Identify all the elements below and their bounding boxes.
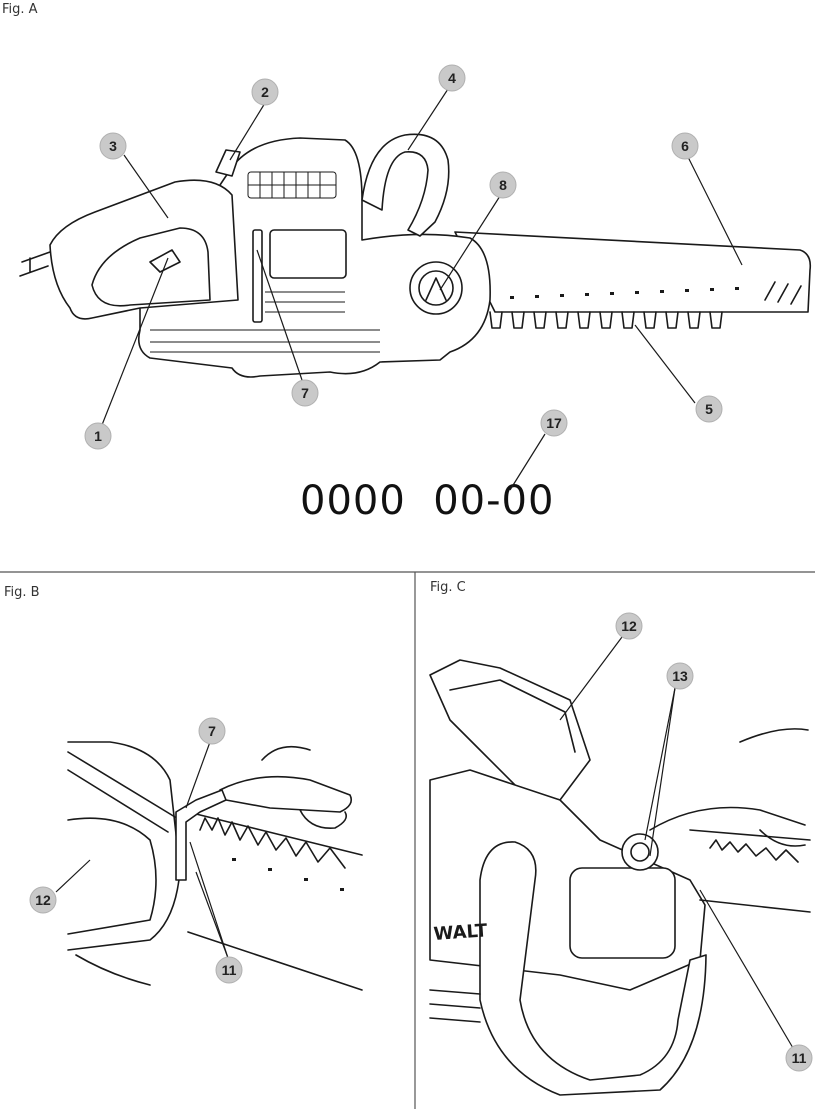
- front-handle: [361, 133, 450, 237]
- svg-text:11: 11: [792, 1050, 807, 1066]
- saw-chain-teeth: [489, 311, 723, 329]
- bar-tip-slots: [764, 281, 802, 305]
- svg-text:7: 7: [208, 723, 216, 739]
- callout-a-7: 7: [291, 379, 319, 407]
- fig-a-label: Fig. A: [2, 2, 38, 17]
- callout-c-12: 12: [615, 612, 643, 640]
- fig-b-bar-holes: [232, 858, 344, 891]
- power-cable: [19, 251, 51, 277]
- fig-a-leaders: [99, 88, 743, 491]
- label-plate: [269, 229, 347, 279]
- guide-bar: [454, 231, 812, 313]
- fig-c-drawing: WALT: [429, 659, 811, 1096]
- lower-ribs: [150, 291, 380, 353]
- fig-c-bar: [689, 829, 811, 913]
- fig-b-hand: [219, 745, 353, 829]
- callout-a-1: 1: [84, 422, 112, 450]
- housing-vents: [247, 171, 337, 199]
- svg-text:12: 12: [621, 618, 637, 634]
- callout-a-4: 4: [438, 64, 466, 92]
- svg-text:13: 13: [672, 668, 688, 684]
- trigger: [149, 249, 181, 273]
- chain-holes: [510, 287, 739, 299]
- svg-text:2: 2: [261, 84, 269, 100]
- callout-c-11: 11: [785, 1044, 813, 1072]
- fig-b-drawing: [67, 741, 363, 991]
- fig-b-hex-key: [175, 789, 227, 881]
- svg-text:3: 3: [109, 138, 117, 154]
- callout-b-12: 12: [29, 886, 57, 914]
- svg-text:7: 7: [301, 385, 309, 401]
- callout-a-6: 6: [671, 132, 699, 160]
- oil-level-window: [252, 229, 263, 323]
- chainsaw-drawing: [19, 133, 812, 378]
- callout-b-7: 7: [198, 717, 226, 745]
- callout-a-2: 2: [251, 78, 279, 106]
- svg-text:6: 6: [681, 138, 689, 154]
- callout-a-8: 8: [489, 171, 517, 199]
- oil-cap: [215, 149, 241, 177]
- fig-c-leaders: [559, 636, 794, 1049]
- svg-text:12: 12: [35, 892, 51, 908]
- svg-text:8: 8: [499, 177, 507, 193]
- svg-text:5: 5: [705, 401, 713, 417]
- fig-b-leaders: [55, 741, 229, 959]
- fig-c-hand: [649, 728, 809, 847]
- callout-c-13: 13: [666, 662, 694, 690]
- svg-text:11: 11: [222, 962, 237, 978]
- fig-b-label: Fig. B: [4, 585, 40, 600]
- fig-b-bar: [187, 811, 363, 991]
- fig-c-label: Fig. C: [430, 580, 466, 595]
- rear-handle-grip-opening: [91, 227, 211, 307]
- svg-text:4: 4: [448, 70, 456, 86]
- callout-a-3: 3: [99, 132, 127, 160]
- serial-code: 0000 00-00: [300, 478, 555, 524]
- callout-a-5: 5: [695, 395, 723, 423]
- callout-b-11: 11: [215, 956, 243, 984]
- fig-c-brand-text: WALT: [433, 920, 489, 945]
- svg-text:1: 1: [94, 428, 102, 444]
- fig-c-front-handle: [479, 841, 707, 1096]
- fig-b-body: [67, 741, 181, 951]
- svg-text:17: 17: [546, 415, 562, 431]
- fig-c-sprocket-cover: [429, 659, 591, 801]
- callout-a-17: 17: [540, 409, 568, 437]
